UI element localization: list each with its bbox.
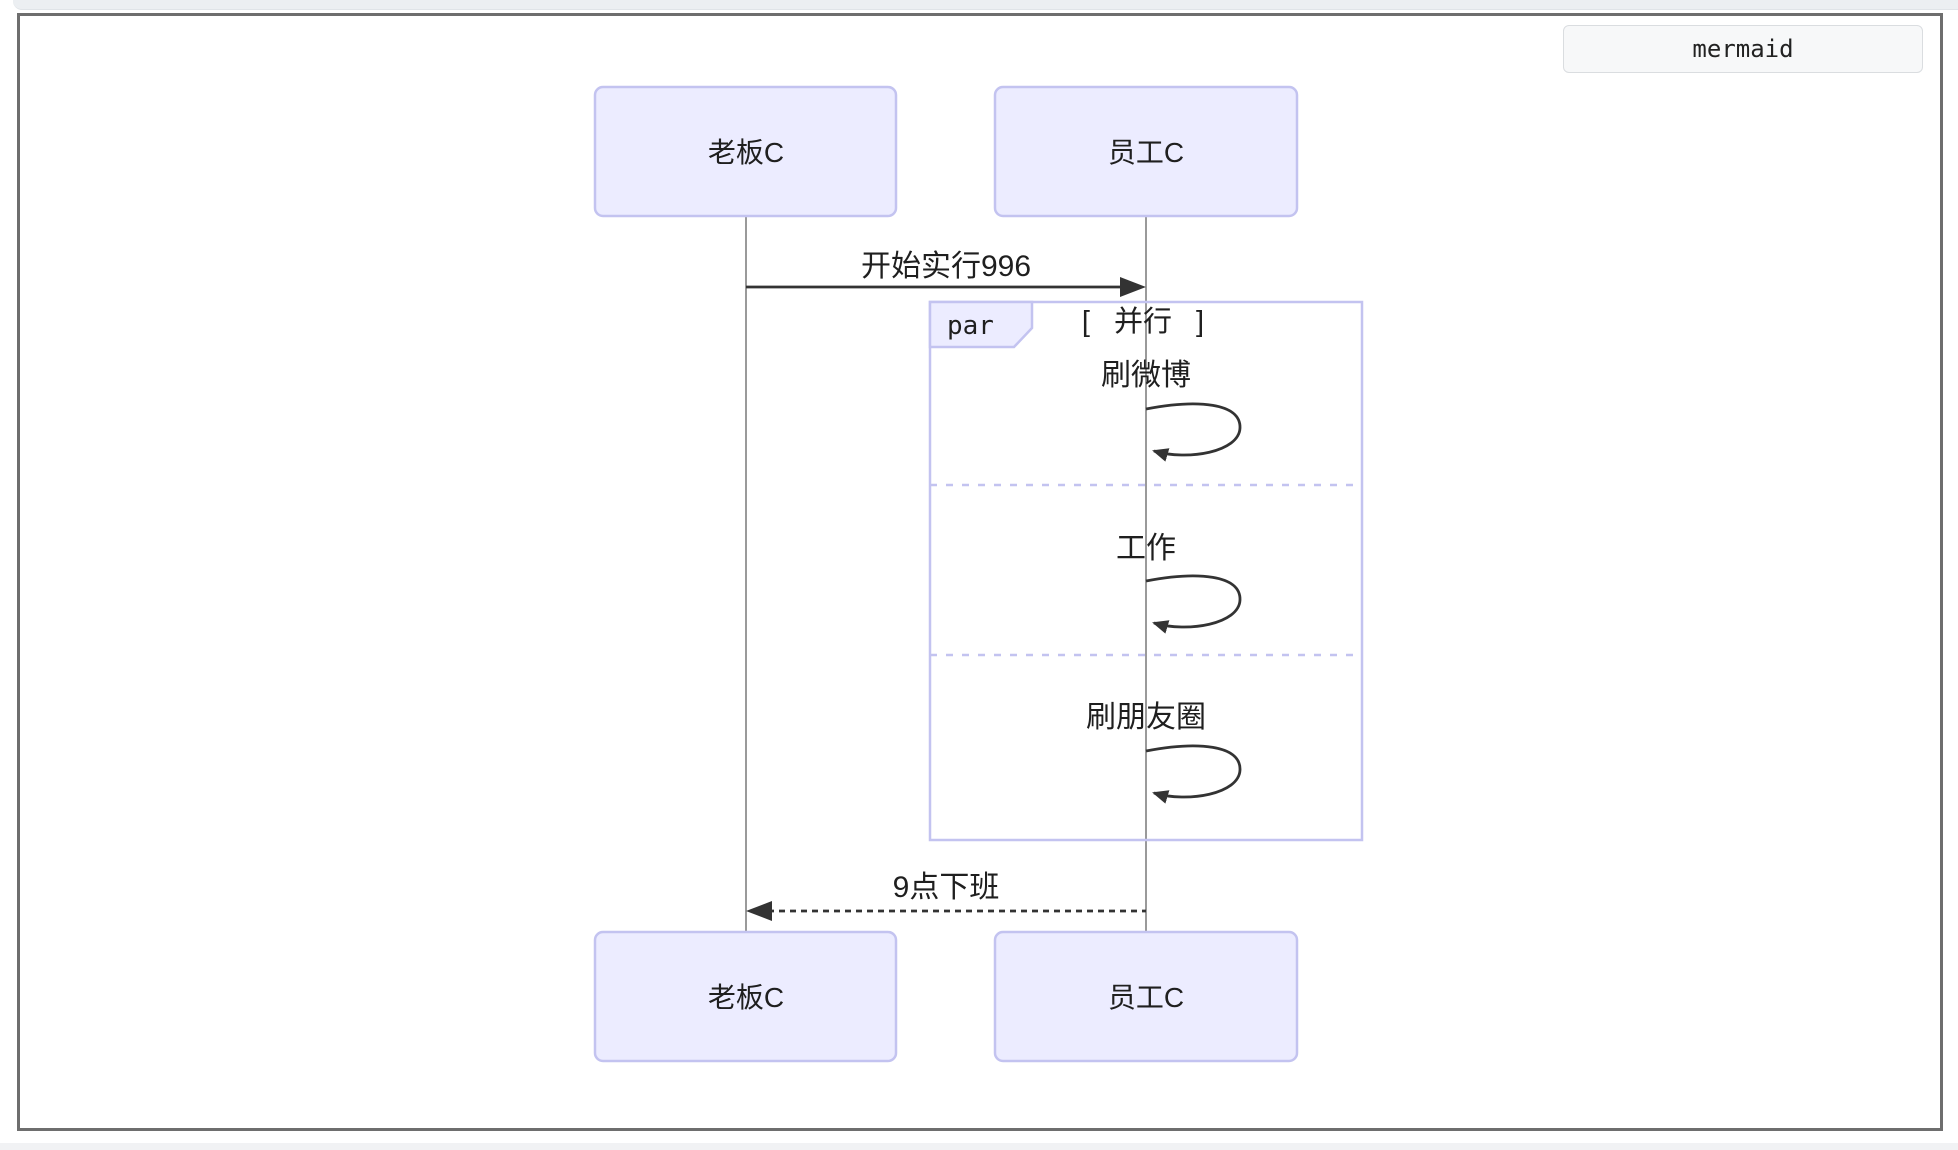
par-block-frame (928, 300, 1364, 842)
par-label-tab (928, 300, 1034, 349)
arrowhead-right-icon (1120, 277, 1146, 297)
self-message-label-work: 工作 (1116, 532, 1176, 565)
par-condition-label: [ 并行 ] (1082, 305, 1204, 338)
mermaid-badge-label: mermaid (1692, 35, 1794, 63)
self-message-label-moments: 刷朋友圈 (1086, 701, 1206, 734)
browser-chrome-strip (13, 0, 1958, 10)
self-message-label-weibo: 刷微博 (1101, 359, 1191, 392)
actor-box-employee-top: 员工C (993, 85, 1299, 218)
mermaid-badge: mermaid (1563, 25, 1923, 73)
message-label-offwork: 9点下班 (893, 871, 1000, 904)
actor-rect (593, 85, 898, 218)
self-message-loop-moments (1145, 744, 1242, 804)
actor-label: 老板C (708, 982, 784, 1013)
arrowhead-left-icon (746, 901, 772, 921)
message-label-996: 开始实行996 (861, 250, 1031, 283)
bottom-strip (0, 1143, 1958, 1150)
actor-label: 老板C (708, 137, 784, 168)
self-message-loop-weibo (1145, 402, 1242, 462)
actor-rect (993, 85, 1299, 218)
self-message-loop-work (1145, 574, 1242, 634)
content-frame (17, 13, 1943, 1131)
actor-box-boss-bottom: 老板C (593, 930, 898, 1063)
actor-box-boss-top: 老板C (593, 85, 898, 218)
actor-label: 员工C (1108, 982, 1184, 1013)
actor-box-employee-bottom: 员工C (993, 930, 1299, 1063)
actor-rect (593, 930, 898, 1063)
actor-label: 员工C (1108, 137, 1184, 168)
actor-rect (993, 930, 1299, 1063)
par-keyword-label: par (947, 311, 994, 341)
